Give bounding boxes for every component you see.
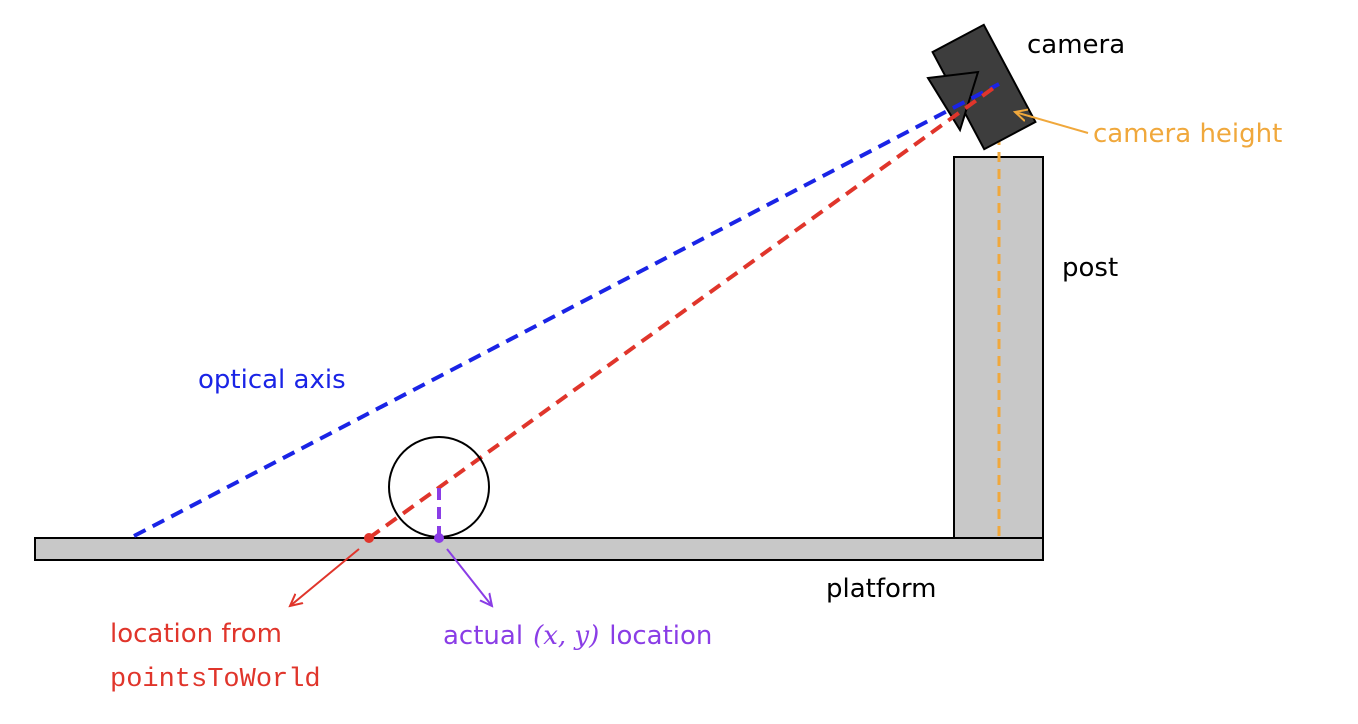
post-label: post: [1062, 253, 1118, 283]
optical-axis-label: optical axis: [198, 365, 346, 395]
camera-height-label: camera height: [1093, 119, 1282, 149]
points-to-world-label: pointsToWorld: [110, 665, 321, 695]
actual-location-label: actual (x, y) location: [443, 621, 712, 651]
projection-ray-line: [367, 82, 1001, 540]
location-from-label: location from: [110, 619, 282, 649]
platform-shape: [34, 537, 1044, 561]
projected-location-point: [364, 533, 374, 543]
optical-axis-line: [133, 82, 1000, 538]
actual-suffix-text: location: [609, 621, 712, 651]
camera-icon: [926, 23, 1037, 151]
camera-height-arrow: [1015, 112, 1089, 134]
actual-prefix-text: actual: [443, 621, 523, 651]
camera-label: camera: [1027, 30, 1125, 60]
actual-location-point: [434, 533, 444, 543]
actual-xy-math: (x, y): [533, 621, 599, 651]
projected-location-arrow: [290, 548, 360, 606]
actual-location-arrow: [446, 548, 492, 606]
platform-label: platform: [826, 574, 936, 604]
